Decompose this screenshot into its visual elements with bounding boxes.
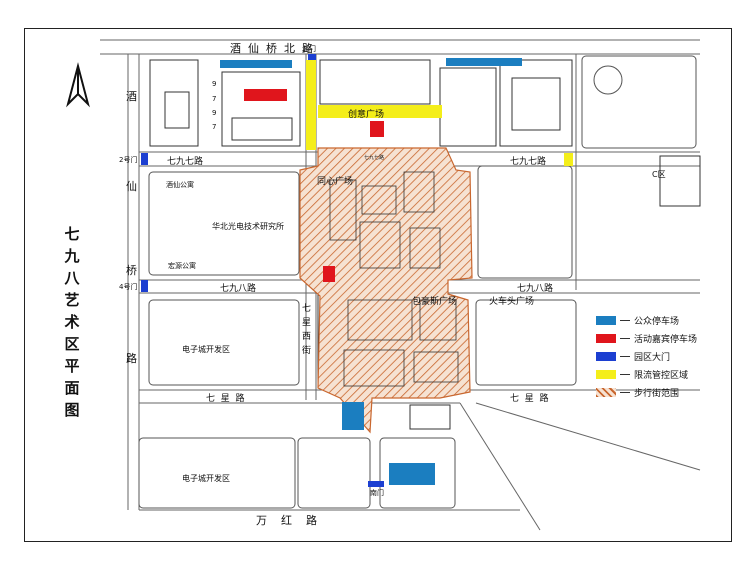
place-jiuxian-apartment: 酒仙公寓 [166, 181, 194, 189]
legend-dash [620, 337, 630, 339]
road-qixing-right: 七 星 路 [510, 394, 549, 404]
legend-dash [620, 319, 630, 321]
road-jiuxianqiao-char: 仙 [126, 180, 137, 193]
place-chuangyi-square: 创意广场 [348, 110, 385, 120]
place-huochetou-square: 火车头广场 [489, 297, 535, 307]
park-gates [141, 54, 384, 487]
district-buildings [329, 171, 459, 387]
title-char: 图 [64, 401, 80, 419]
place-small-797: 七九七路 [364, 155, 385, 161]
legend-swatch [596, 333, 616, 343]
guest-parking [244, 89, 384, 282]
legend-swatch [596, 369, 616, 379]
gate-north-label: 北门 [302, 45, 316, 53]
legend-row: 公众停车场 [596, 314, 680, 327]
road-797-right: 七九七路 [510, 157, 547, 167]
place-hongyuan-apartment: 宏源公寓 [168, 262, 196, 270]
place-baohaosi-square: 包豪斯广场 [412, 297, 458, 307]
crowd-control-zones [306, 60, 573, 166]
road-797-left: 七九七路 [167, 157, 204, 167]
road-jiuxianqiao-char: 桥 [126, 264, 137, 277]
gate-2-label: 2号门 [119, 156, 138, 164]
gate-4-label: 4号门 [119, 283, 138, 291]
title-char: 艺 [64, 291, 80, 309]
north-arrow-icon [66, 62, 90, 108]
legend-swatch [596, 315, 616, 325]
legend-dash [620, 391, 630, 393]
walking-street-area [299, 147, 473, 434]
public-parking [220, 58, 522, 485]
legend-label: 园区大门 [634, 352, 671, 363]
place-tongxin-square: 同心广场 [317, 177, 354, 187]
place-huabei-institute: 华北光电技术研究所 [212, 222, 284, 231]
road-798-right: 七九八路 [517, 284, 554, 294]
legend-swatch [596, 387, 616, 397]
legend-label: 活动嘉宾停车场 [634, 334, 698, 345]
place-dianzicheng-north: 电子城开发区 [182, 345, 230, 354]
legend-label: 步行街范围 [634, 388, 680, 399]
title-char: 九 [64, 247, 80, 265]
legend-row: 园区大门 [596, 350, 671, 363]
legend-dash [620, 355, 630, 357]
title-char: 术 [64, 313, 80, 331]
legend-label: 公众停车场 [634, 316, 680, 327]
road-jiuxianqiao-char: 酒 [126, 90, 137, 103]
place-dianzicheng-south: 电子城开发区 [182, 474, 230, 483]
jiu-col: 9 [212, 80, 217, 88]
title-char: 面 [64, 379, 80, 397]
place-c-zone: C区 [652, 170, 666, 179]
legend-row: 步行街范围 [596, 386, 680, 399]
road-798-left: 七九八路 [220, 284, 257, 294]
jiu-col: 7 [212, 95, 217, 103]
road-qixing-west: 七星西街 [302, 304, 312, 356]
map-legend: 公众停车场 活动嘉宾停车场 园区大门 限流管控区域 步行街范围 [586, 306, 716, 406]
city-blocks [138, 55, 697, 509]
legend-row: 限流管控区域 [596, 368, 689, 381]
road-jiuxianqiao-char: 路 [126, 352, 137, 365]
legend-label: 限流管控区域 [634, 370, 689, 381]
legend-dash [620, 373, 630, 375]
road-jiuxianqiao-north: 酒 仙 桥 北 路 [230, 42, 313, 55]
jiu-col: 9 [212, 109, 217, 117]
gate-south-label: 南门 [370, 489, 384, 497]
legend-row: 活动嘉宾停车场 [596, 332, 698, 345]
road-qixing-left: 七 星 路 [206, 394, 245, 404]
title-char: 七 [64, 225, 80, 243]
title-char: 平 [64, 357, 80, 375]
road-wanhong: 万 红 路 [256, 514, 317, 527]
title-char: 八 [64, 269, 80, 287]
jiu-col: 7 [212, 123, 217, 131]
title-char: 区 [64, 335, 80, 353]
legend-swatch [596, 351, 616, 361]
